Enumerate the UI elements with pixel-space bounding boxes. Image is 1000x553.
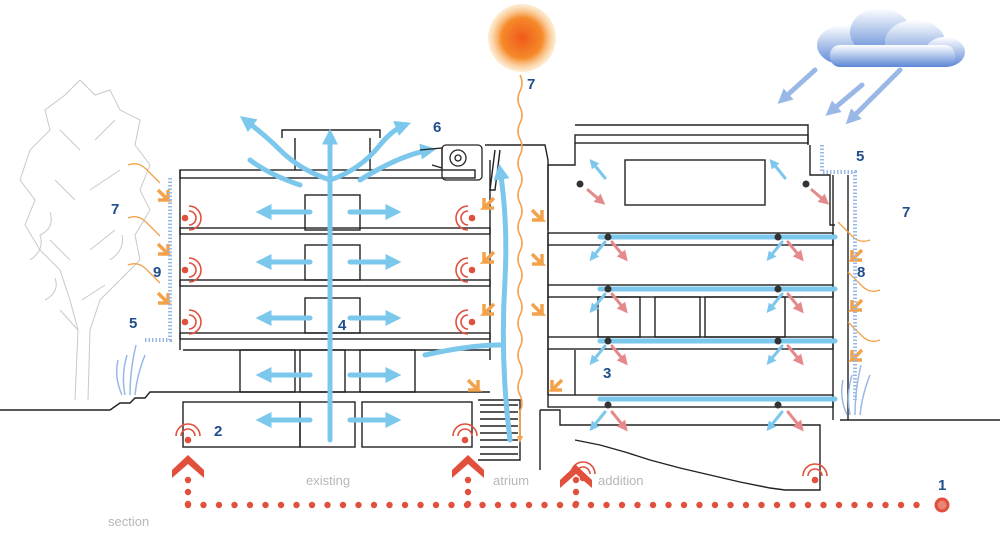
loop-dot [618,501,626,509]
cloud-icon [817,8,965,67]
loop-dot [464,488,472,496]
solar-gain-arrows [127,163,881,342]
loop-dot [556,501,564,509]
loop-dot [432,501,440,509]
solar-gain-markers [156,188,864,392]
geothermal-loop [184,476,920,509]
loop-dot [417,501,424,509]
callout-7-left: 7 [111,201,120,218]
loop-dot [262,501,269,509]
loop-dot [510,501,517,509]
caption-existing: existing [306,473,351,488]
loop-dot [277,501,285,509]
rain-arrows [777,67,903,125]
addition-building [539,124,849,491]
loop-dot [742,501,750,509]
loop-dot [308,501,316,509]
loop-dot [603,501,610,509]
loop-dot [339,501,347,509]
caption-section: section [108,514,150,529]
loop-dot [587,501,595,509]
callout-3: 3 [603,365,612,382]
loop-dot [820,501,827,509]
loop-dot [851,501,858,509]
loop-dot [200,501,207,509]
ventilation-air-flow [239,116,838,443]
loop-dot [231,501,238,509]
loop-dot [464,500,472,508]
loop-dot [711,501,719,509]
loop-dot [634,501,641,509]
radiant-heat-icon [175,205,828,484]
loop-dot [386,501,393,509]
callout-7-sun: 7 [527,76,536,93]
loop-dot [479,501,486,509]
callout-9: 9 [153,264,162,281]
loop-dot [882,501,889,509]
rain-garden [115,344,871,416]
fan-icon [419,144,483,181]
loop-dot [448,501,455,509]
geothermal-well-icon [172,455,592,488]
loop-dot [572,476,580,484]
loop-dot [184,476,192,484]
loop-dot [866,501,874,509]
loop-dot [665,501,672,509]
sun-rays [516,74,524,443]
loop-dot [215,501,223,509]
callout-5-right: 5 [856,148,865,165]
loop-dot [184,500,192,508]
callout-5-left: 5 [129,315,138,332]
loop-dot [572,488,580,496]
loop-dot [835,501,843,509]
loop-dot [246,501,254,509]
loop-dot [727,501,734,509]
loop-dot [370,501,378,509]
loop-dot [758,501,765,509]
loop-dot [680,501,688,509]
caption-addition: addition [598,473,644,488]
callout-6: 6 [433,119,442,136]
loop-dot [789,501,796,509]
atrium-structure [478,144,549,461]
loop-dot [913,501,920,509]
ground-line [0,391,1000,421]
loop-dot [541,501,548,509]
loop-dot [184,488,192,496]
callout-2: 2 [214,423,223,440]
geothermal-well [934,497,950,513]
loop-dot [525,501,533,509]
loop-dot [324,501,331,509]
addition-diffusers [576,159,830,432]
loop-dot [401,501,409,509]
callout-7-right: 7 [902,204,911,221]
loop-dot [464,476,472,484]
loop-dot [293,501,300,509]
tree [19,79,151,401]
loop-dot [649,501,657,509]
loop-dot [696,501,703,509]
loop-dot [355,501,362,509]
caption-atrium: atrium [493,473,530,488]
loop-dot [773,501,781,509]
callout-1: 1 [938,477,947,494]
callout-4: 4 [338,317,347,334]
loop-dot [494,501,502,509]
rainwater-collection [145,145,857,400]
sun-icon [488,4,556,72]
loop-dot [897,501,905,509]
callout-8: 8 [857,264,866,281]
loop-dot [804,501,812,509]
loop-dot [572,500,580,508]
